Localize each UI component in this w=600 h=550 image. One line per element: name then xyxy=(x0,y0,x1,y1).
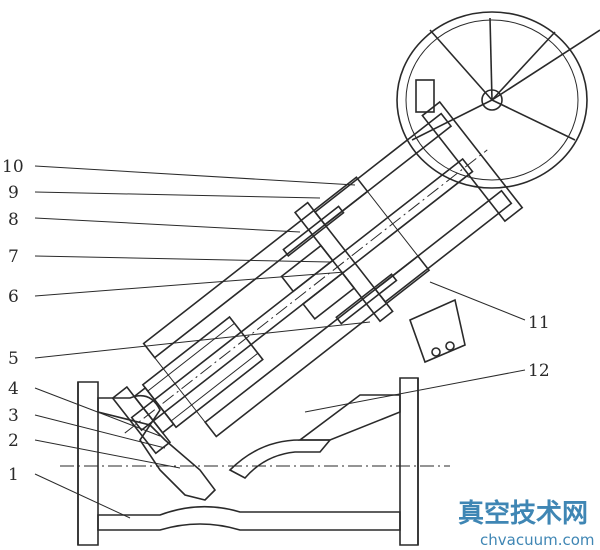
body-top-wall-left xyxy=(97,394,161,426)
indicator-bracket xyxy=(408,298,466,364)
yoke-lower xyxy=(374,189,513,304)
label-1: 1 xyxy=(8,465,19,485)
body-top-wall-right xyxy=(297,394,401,441)
handwheel-handle xyxy=(415,79,435,113)
handwheel xyxy=(396,11,600,189)
label-4: 4 xyxy=(8,379,19,399)
label-8: 8 xyxy=(8,210,19,230)
body-seat-web xyxy=(139,423,217,501)
body-outlet-web xyxy=(228,439,332,480)
body-bottom-wall xyxy=(97,505,401,531)
handwheel-rim xyxy=(396,11,588,189)
label-12: 12 xyxy=(528,361,550,381)
label-5: 5 xyxy=(8,349,19,369)
label-11: 11 xyxy=(528,313,550,333)
label-9: 9 xyxy=(8,183,19,203)
gland-bolt-lower xyxy=(335,273,398,325)
bonnet xyxy=(111,100,524,455)
valve-body xyxy=(77,377,419,546)
label-10: 10 xyxy=(2,157,24,177)
yoke-upper xyxy=(313,112,453,226)
label-3: 3 xyxy=(8,406,19,426)
gland-flange xyxy=(293,201,394,323)
left-flange xyxy=(77,381,99,546)
label-2: 2 xyxy=(8,431,19,451)
watermark-chinese: 真空技术网 xyxy=(458,498,588,529)
label-6: 6 xyxy=(8,287,19,307)
right-flange xyxy=(399,377,419,546)
bonnet-shell-upper xyxy=(142,176,369,359)
gland-bolt-upper xyxy=(282,205,345,257)
yoke-head xyxy=(421,100,524,223)
watermark-url: chvacuum.com xyxy=(480,531,595,549)
leader-lines xyxy=(34,165,526,519)
label-7: 7 xyxy=(8,247,19,267)
